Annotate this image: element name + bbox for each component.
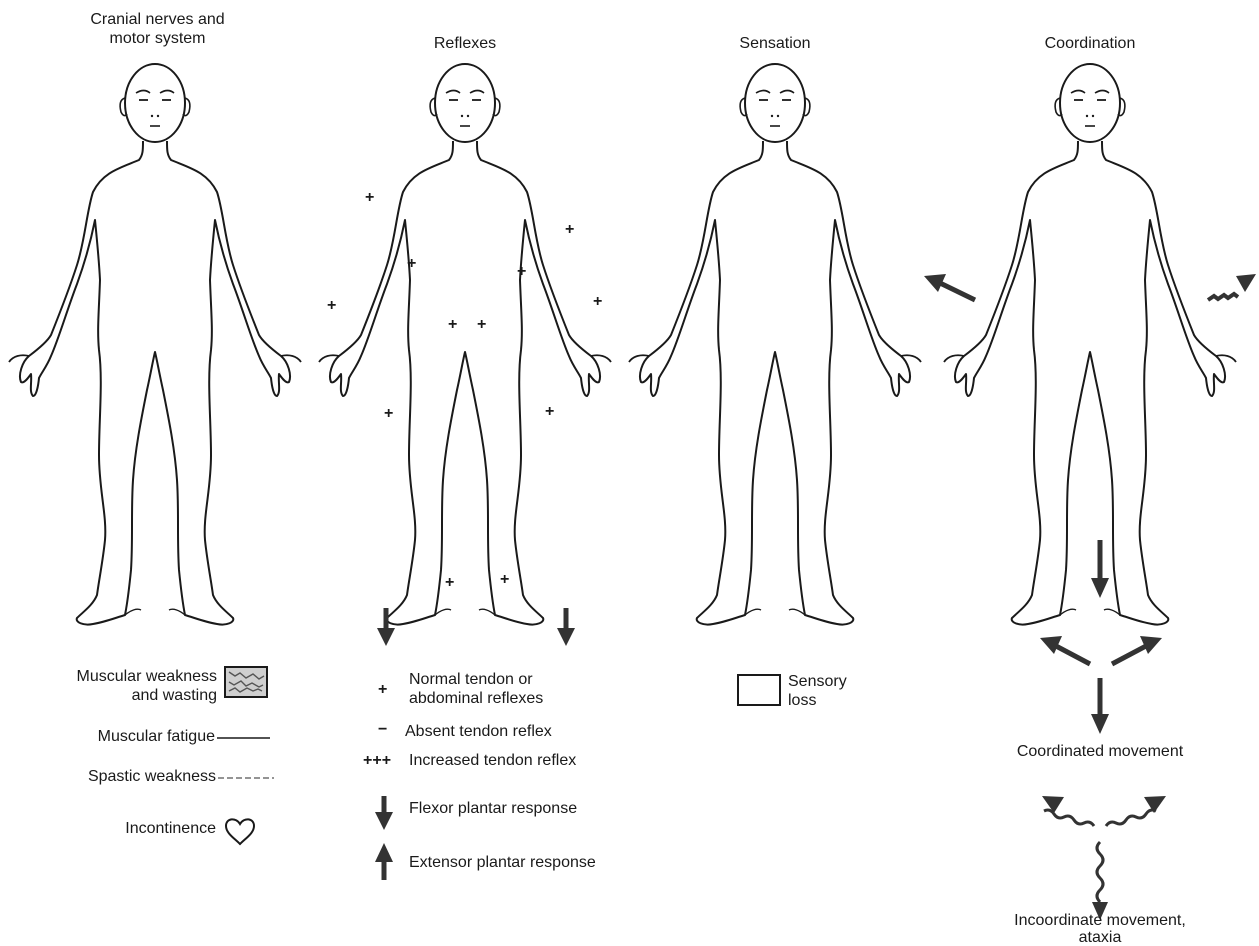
coordinated-movement-arrows: [1040, 636, 1162, 734]
legend-muscular-fatigue: Muscular fatigue: [20, 727, 215, 746]
incoordinate-movement-arrows: [1042, 796, 1166, 920]
arm-arrow-right: [1208, 274, 1256, 300]
reflex-mark: +: [565, 220, 574, 239]
leg-arrow-down: [1091, 540, 1109, 598]
legend-weakness-wasting: Muscular weakness and wasting: [20, 667, 217, 705]
legend-sensory-loss: Sensory loss: [788, 672, 847, 710]
legend-absent-reflex: Absent tendon reflex: [405, 722, 552, 741]
figure-coordination: [944, 64, 1236, 625]
plantar-flexor-arrow-right: [557, 608, 575, 646]
reflex-mark: +: [477, 315, 486, 334]
reflex-mark: +: [593, 292, 602, 311]
legend-incontinence: Incontinence: [20, 819, 216, 838]
legend-normal-symbol: +: [378, 680, 387, 699]
reflex-mark: +: [327, 296, 336, 315]
panel-title-sensation: Sensation: [690, 34, 860, 53]
sensory-loss-swatch: [738, 675, 780, 705]
reflex-mark: +: [500, 570, 509, 589]
legend-coordinated-movement: Coordinated movement: [980, 742, 1220, 761]
flexor-legend-arrow: [375, 796, 393, 830]
legend-extensor-plantar: Extensor plantar response: [409, 853, 596, 872]
panel-title-motor: Cranial nerves and motor system: [40, 10, 275, 48]
legend-spastic-weakness: Spastic weakness: [20, 767, 216, 786]
reflex-mark: +: [407, 254, 416, 273]
wasting-swatch: [225, 667, 267, 697]
reflex-mark: +: [545, 402, 554, 421]
panel-title-coordination: Coordination: [1000, 34, 1180, 53]
figure-reflexes: [319, 64, 611, 625]
reflex-mark: +: [384, 404, 393, 423]
legend-flexor-plantar: Flexor plantar response: [409, 799, 577, 818]
legend-increased-symbol: +++: [363, 751, 391, 770]
legend-normal-reflexes: Normal tendon or abdominal reflexes: [409, 670, 543, 708]
arm-arrow-left: [924, 274, 975, 300]
reflex-mark: +: [517, 262, 526, 281]
extensor-legend-arrow: [375, 843, 393, 880]
figure-motor: [9, 64, 301, 625]
reflex-mark: +: [448, 315, 457, 334]
figure-sensation: [629, 64, 921, 625]
legend-absent-symbol: −: [378, 720, 387, 739]
panel-title-reflexes: Reflexes: [380, 34, 550, 53]
legend-increased-reflex: Increased tendon reflex: [409, 751, 576, 770]
legend-incoordinate-movement: Incoordinate movement, ataxia: [990, 912, 1210, 946]
reflex-mark: +: [365, 188, 374, 207]
reflex-mark: +: [445, 573, 454, 592]
incontinence-heart-icon: [226, 819, 254, 844]
